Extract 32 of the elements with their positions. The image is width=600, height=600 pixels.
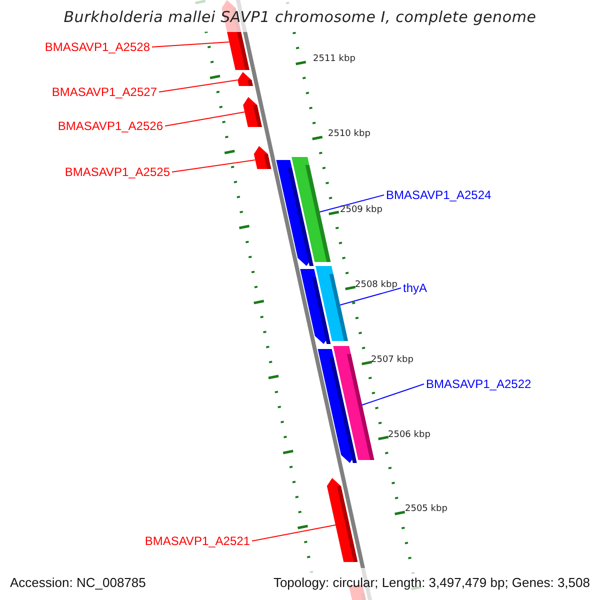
gene-label: BMASAVP1_A2528 bbox=[44, 41, 150, 53]
gene-label: BMASAVP1_A2527 bbox=[52, 86, 157, 98]
footer-text: Accession: NC_008785 bbox=[10, 576, 146, 589]
leader-line bbox=[158, 80, 238, 92]
title: Burkholderia mallei SAVP1 chromosome I, complete genome bbox=[64, 10, 536, 25]
gene-label: BMASAVP1_A2526 bbox=[58, 120, 163, 132]
scale-label: 2509 kbp bbox=[340, 206, 382, 215]
gene-feature bbox=[326, 478, 358, 562]
scale-label: 2508 kbp bbox=[355, 281, 398, 290]
leader-line bbox=[252, 524, 336, 542]
footer-text: Topology: circular; Length: 3,497,479 bp; Genes: 3,508 bbox=[273, 576, 590, 589]
gene-label: BMASAVP1_A2522 bbox=[426, 378, 532, 390]
leader-line bbox=[172, 160, 256, 172]
leader-line bbox=[319, 194, 384, 212]
gene-feature bbox=[238, 72, 253, 86]
leader-line bbox=[362, 384, 424, 406]
gene-feature bbox=[243, 97, 262, 127]
scale-label: 2505 kbp bbox=[405, 505, 448, 514]
leader-line bbox=[164, 112, 246, 126]
scale-label: 2511 kbp bbox=[313, 55, 356, 64]
gene-label: BMASAVP1_A2524 bbox=[386, 189, 492, 201]
scale-label: 2507 kbp bbox=[371, 356, 414, 365]
gene-label: BMASAVP1_A2521 bbox=[144, 535, 250, 547]
leader-line bbox=[340, 288, 402, 306]
gene-feature bbox=[316, 266, 348, 341]
scale-label: 2506 kbp bbox=[388, 431, 430, 440]
leader-line bbox=[152, 42, 230, 48]
gene-label: BMASAVP1_A2525 bbox=[64, 166, 170, 178]
gene-label: thyA bbox=[403, 282, 428, 294]
gene-feature bbox=[292, 157, 331, 262]
gene-feature bbox=[254, 146, 272, 169]
scale-label: 2510 kbp bbox=[328, 130, 370, 139]
